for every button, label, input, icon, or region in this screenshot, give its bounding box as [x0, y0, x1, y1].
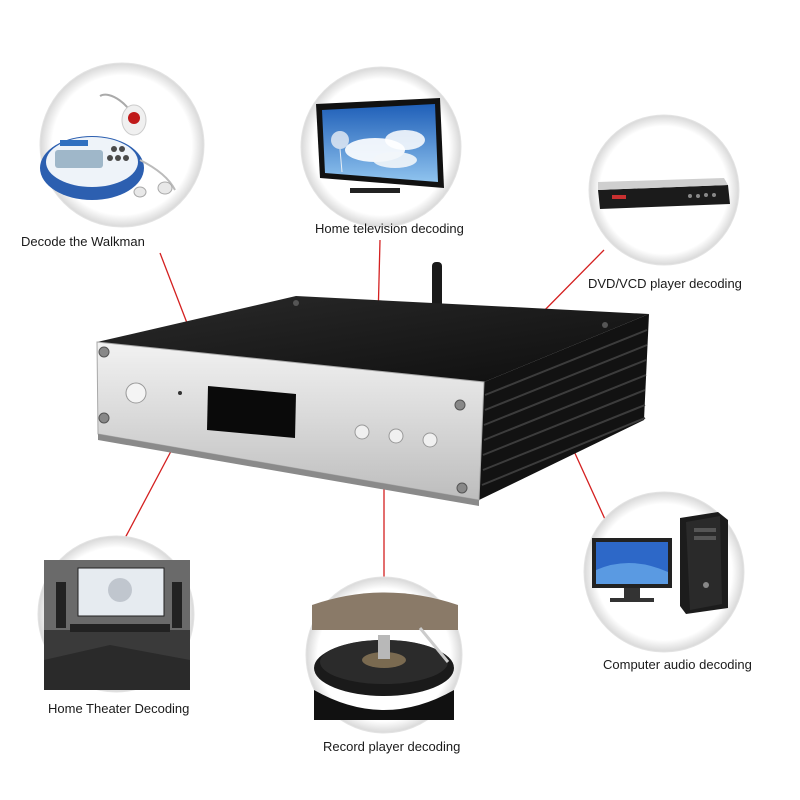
label-computer: Computer audio decoding [603, 657, 752, 672]
cd-walkman-icon [40, 93, 176, 200]
television-icon [316, 98, 444, 193]
home-theater-circle [37, 535, 195, 693]
dac-device [96, 262, 649, 506]
dvd-player-icon [598, 178, 730, 209]
antenna [432, 262, 442, 316]
label-record-player: Record player decoding [323, 739, 461, 754]
desktop-computer-icon [592, 512, 728, 614]
label-dvd: DVD/VCD player decoding [588, 276, 742, 291]
label-tv: Home television decoding [315, 221, 464, 236]
dvd-circle [588, 114, 740, 266]
tv-circle [300, 66, 462, 228]
home-theater-icon [44, 560, 190, 690]
record-player-circle [305, 576, 463, 734]
walkman-circle [39, 62, 205, 228]
label-walkman: Decode the Walkman [21, 234, 145, 249]
label-home-theater: Home Theater Decoding [48, 701, 190, 716]
computer-circle [583, 491, 745, 653]
turntable-icon [312, 592, 458, 720]
